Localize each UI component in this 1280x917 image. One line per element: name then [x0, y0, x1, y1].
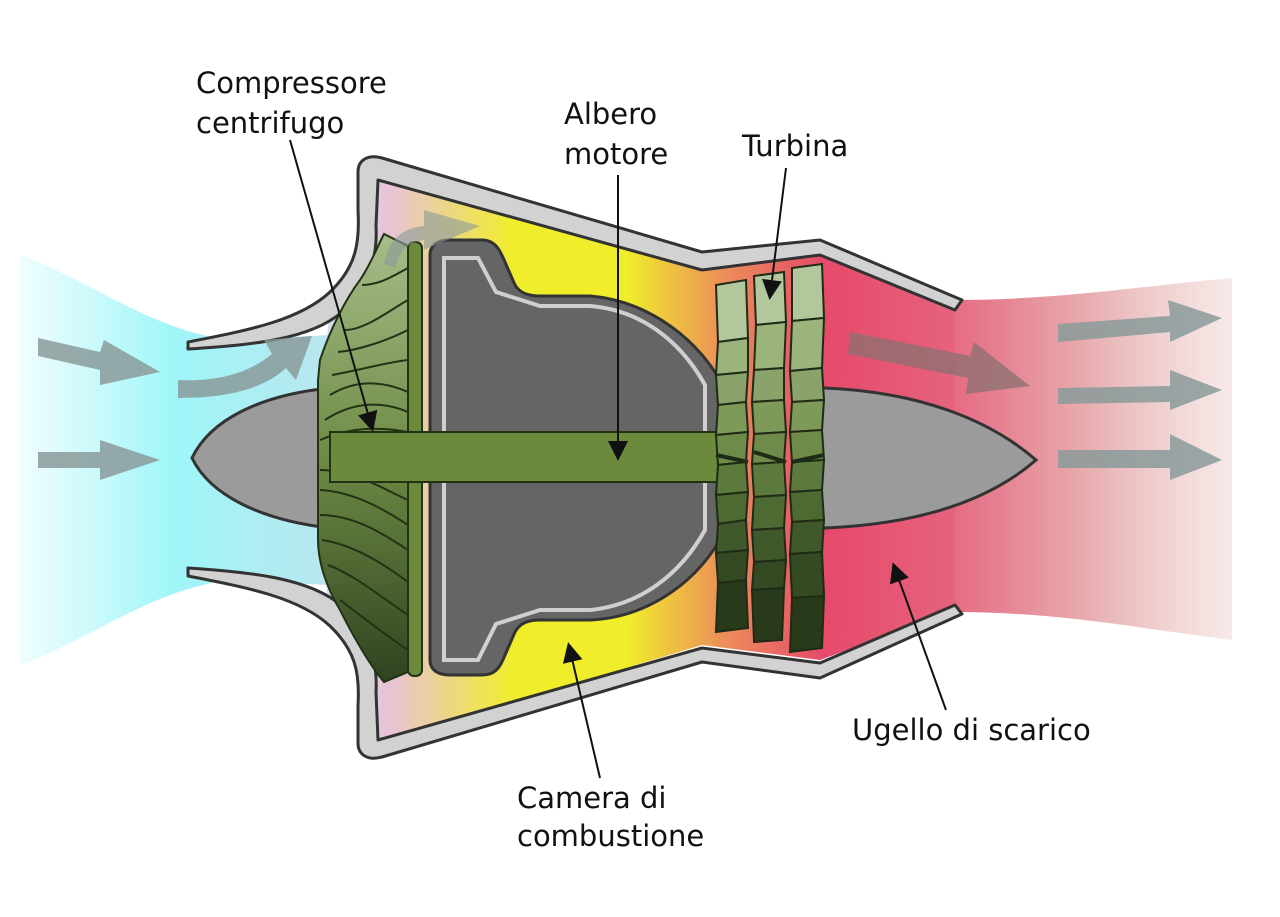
inlet-arrow-lower: [38, 440, 160, 480]
label-shaft-line2: motore: [564, 137, 668, 171]
compressor-inflow-arrow: [178, 336, 312, 398]
leader-lines: [289, 139, 947, 779]
turbine-stages: [714, 262, 826, 654]
nose-cone: [190, 386, 332, 530]
label-turbine: Turbina: [741, 129, 848, 163]
leader-turbine: [762, 167, 787, 300]
label-combustion-line2: combustione: [517, 819, 704, 853]
leader-combustion: [562, 642, 601, 779]
tail-cone: [798, 386, 1039, 530]
combustion-liner: [442, 256, 707, 662]
drive-shaft: [329, 431, 721, 483]
label-combustion-line1: Camera di: [517, 781, 667, 815]
label-nozzle: Ugello di scarico: [852, 713, 1091, 747]
inlet-arrow-upper: [38, 338, 160, 385]
label-compressor-line1: Compressore: [196, 66, 387, 100]
label-shaft-line1: Albero: [564, 97, 657, 131]
casing-top: [186, 155, 964, 351]
leader-compressor: [289, 139, 378, 432]
turbine-stage-2: [750, 270, 788, 644]
label-compressor-line2: centrifugo: [196, 106, 344, 140]
exhaust-arrow-2: [1058, 370, 1222, 410]
turbine-stage-1: [714, 278, 750, 634]
turbine-stage-3: [788, 262, 826, 654]
casing-bottom: [186, 566, 964, 760]
exhaust-arrow-1: [1058, 300, 1222, 342]
compressed-air-arrow: [384, 210, 480, 268]
flow-arrows: [38, 210, 1222, 480]
hot-gas-arrow: [848, 332, 1030, 394]
exhaust-arrow-3: [1058, 434, 1222, 480]
leader-nozzle: [890, 562, 947, 711]
